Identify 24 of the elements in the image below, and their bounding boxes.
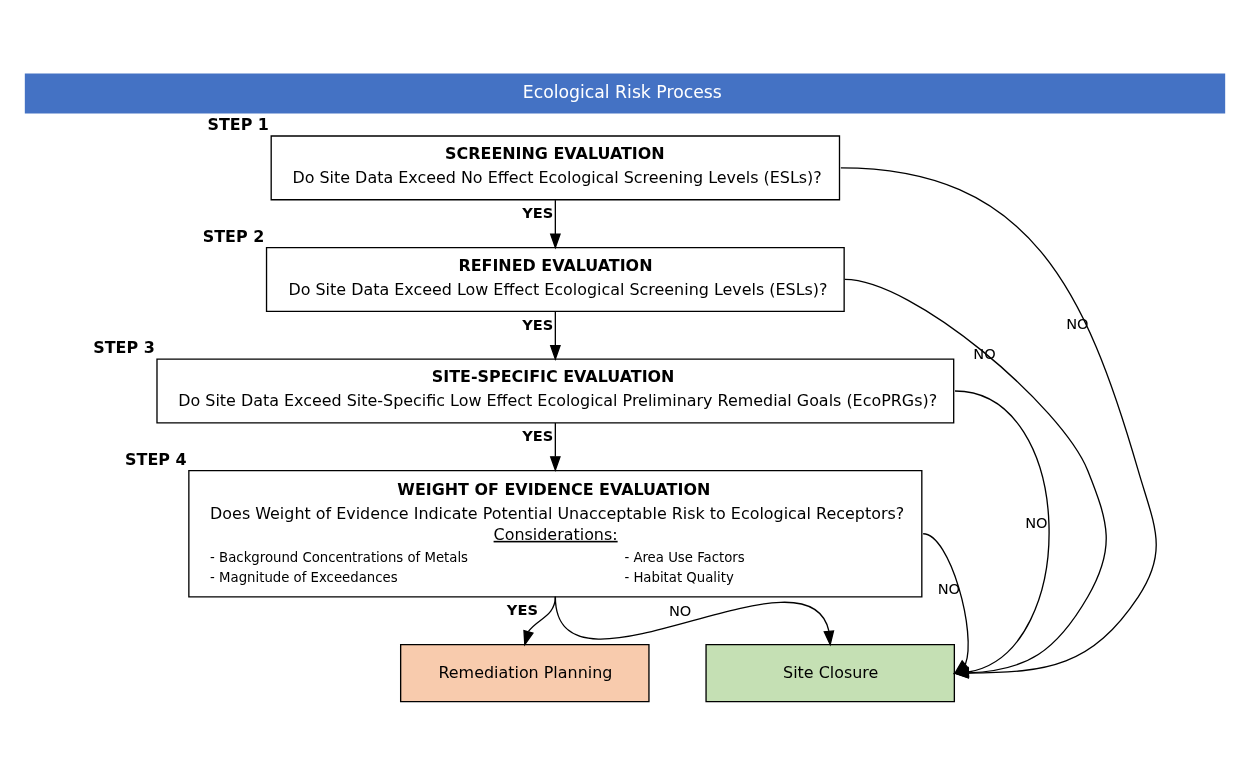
diagram-title: Ecological Risk Process	[522, 82, 722, 103]
edge-label: NO	[937, 579, 961, 597]
edge-label: YES	[522, 204, 554, 222]
node-box: Site Closure	[705, 643, 956, 703]
node-label: STEP 1	[207, 115, 269, 135]
node-box: SITE-SPECIFIC EVALUATION Do Site Data Exceed Site-Specific Low Effect Ecological Preliminary Remedial Goals (EcoPRGs)?	[156, 358, 955, 424]
arrow	[922, 533, 970, 675]
edge-label: NO	[1025, 513, 1048, 531]
arrow	[523, 596, 556, 647]
node-box: SCREENING EVALUATION Do Site Data Exceed No Effect Ecological Screening Levels (ESLs)?	[270, 135, 841, 201]
edge-label: YES	[506, 601, 538, 619]
arrow	[549, 199, 561, 250]
node-box: Remediation Planning	[400, 643, 650, 703]
node-label: STEP 2	[202, 226, 265, 246]
arrow	[554, 596, 835, 647]
node-box: REFINED EVALUATION Do Site Data Exceed Low Effect Ecological Screening Levels (ESLs)?	[265, 246, 845, 312]
edge-label: YES	[522, 427, 554, 445]
node-label: STEP 3	[93, 338, 155, 358]
arrow	[549, 311, 561, 362]
arrow	[549, 422, 561, 473]
edge-label: NO	[668, 602, 692, 620]
node-box: WEIGHT OF EVIDENCE EVALUATION Does Weight of Evidence Indicate Potential Unacceptable Risk to Ecological Receptors? Considerations: - Background Concentrations of Metals - Area Use Factors - Magnitude of Exceedances - Habitat Quality	[188, 470, 923, 598]
node-label: STEP 4	[125, 449, 187, 469]
edge-label: YES	[522, 315, 554, 333]
